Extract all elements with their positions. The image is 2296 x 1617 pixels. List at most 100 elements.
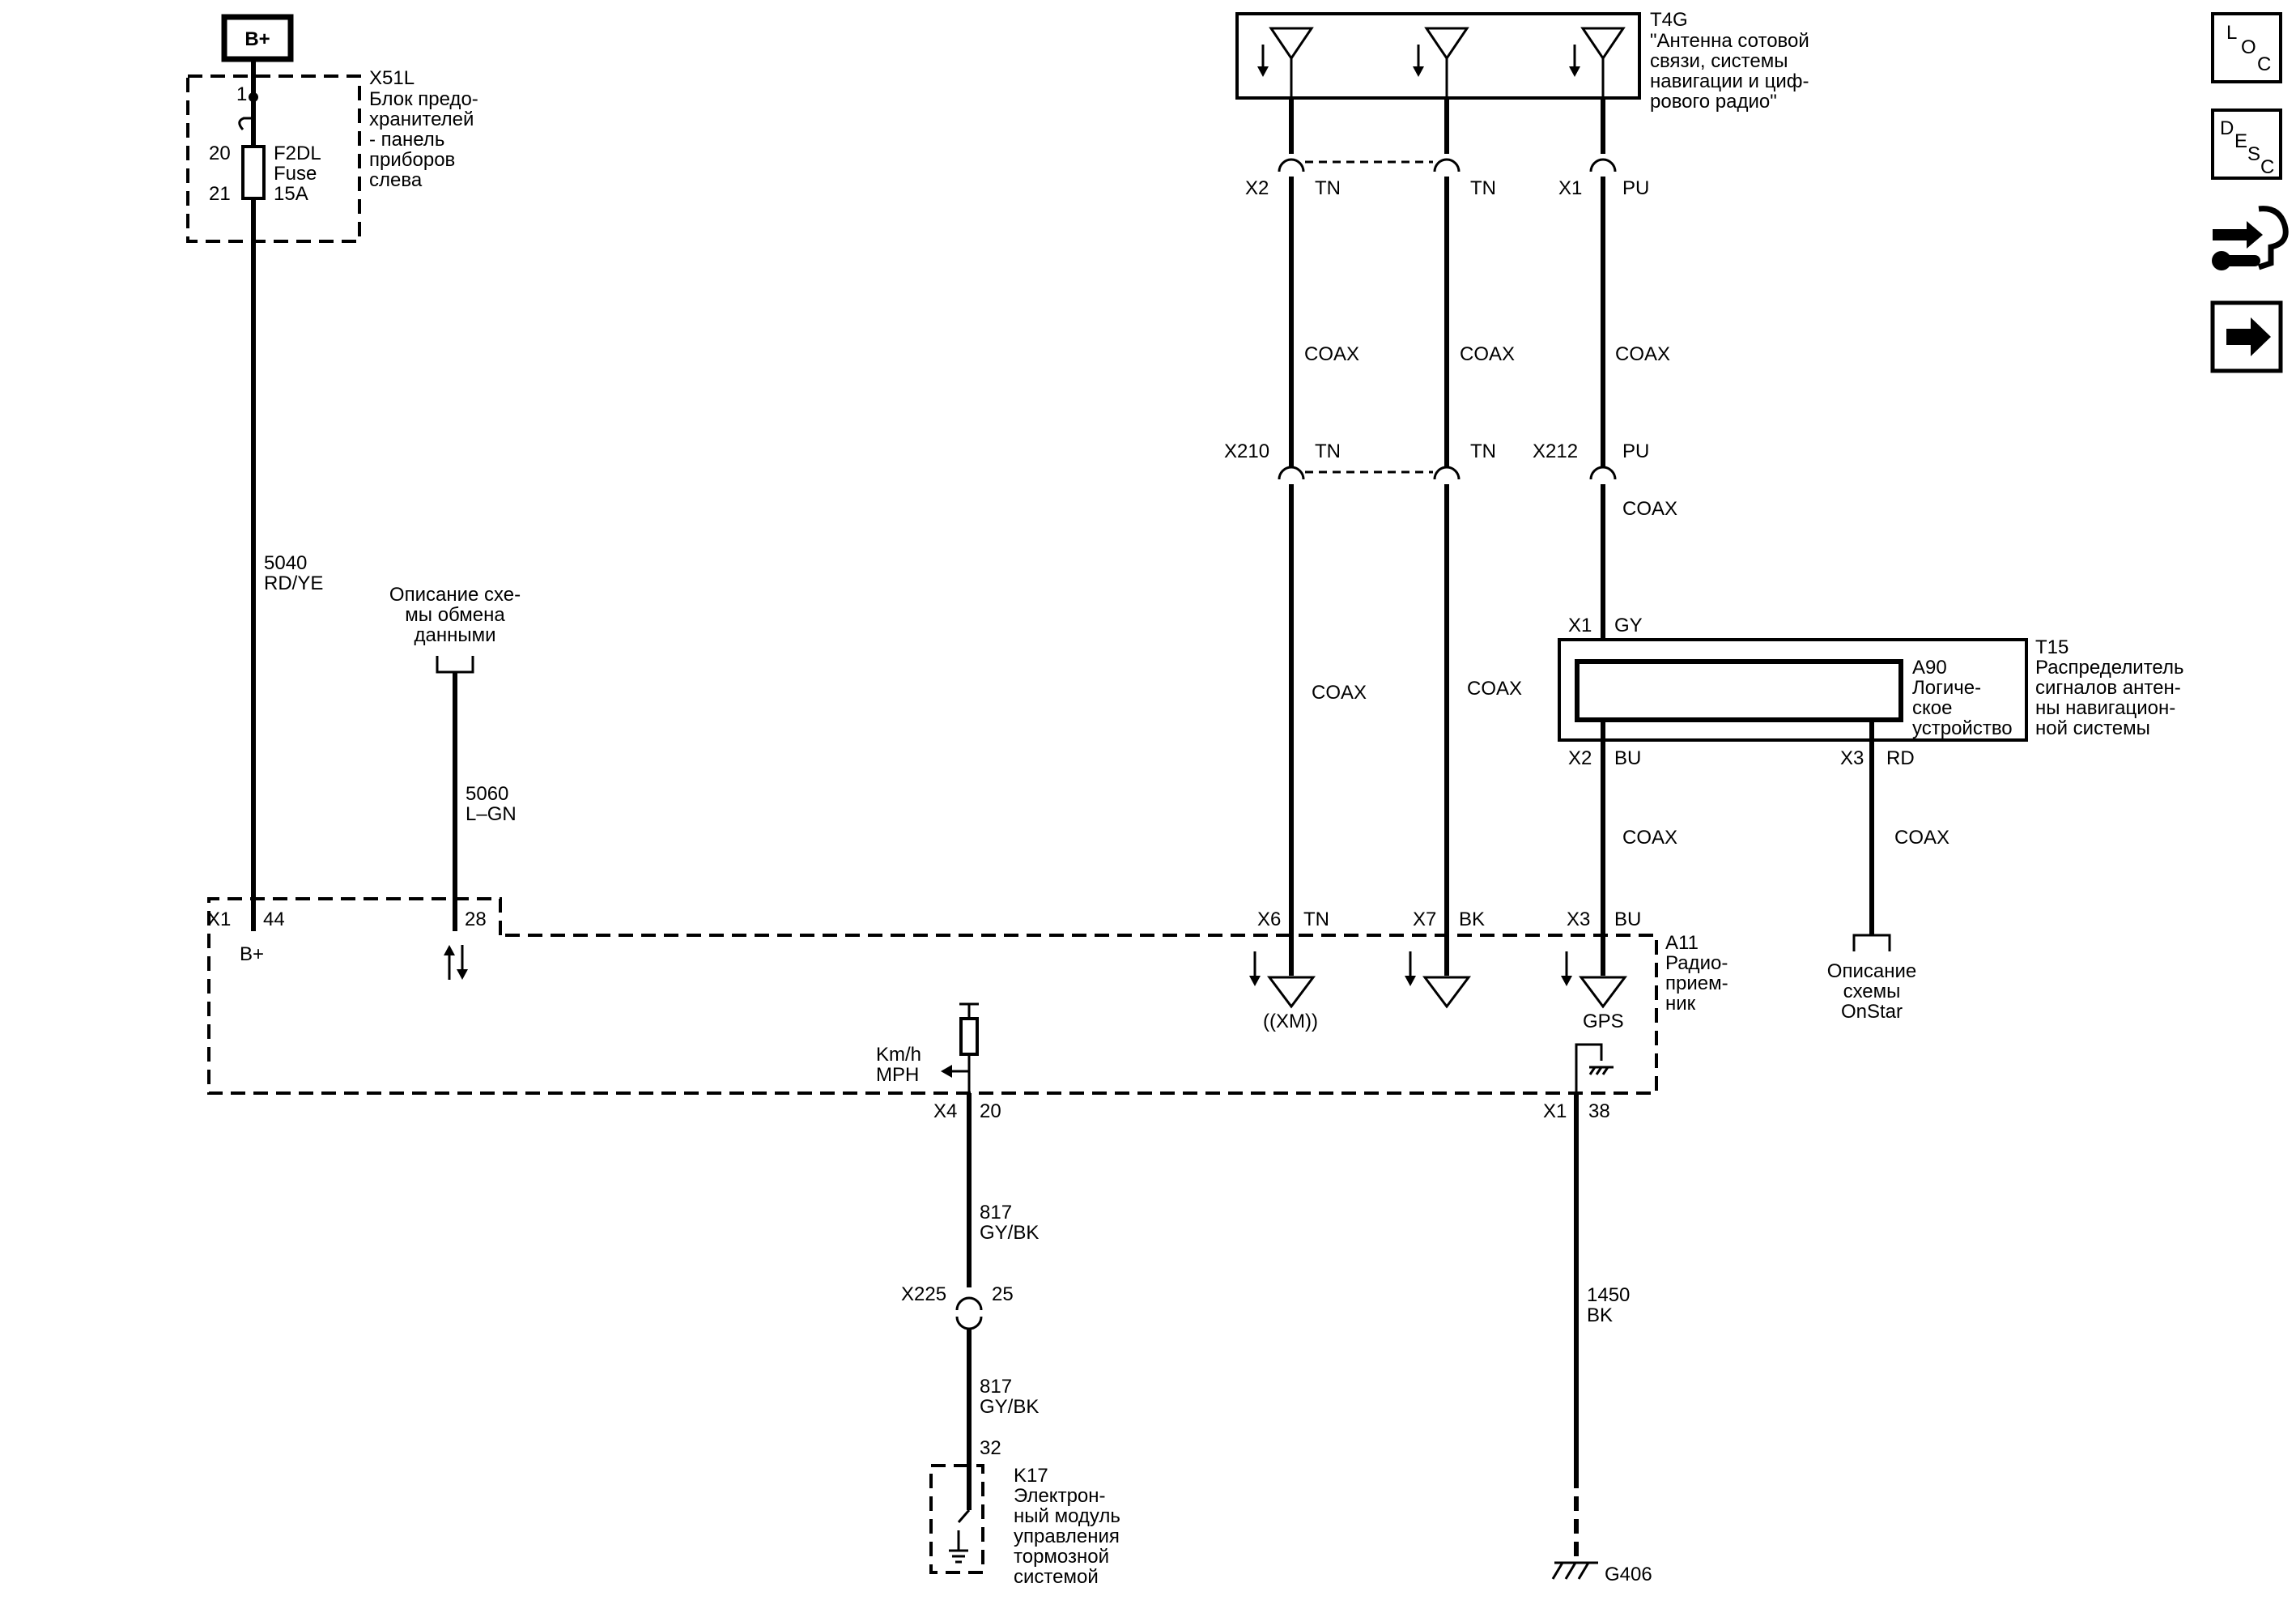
onstar-desc-2: схемы — [1843, 981, 1901, 1002]
t15-distributor: X1 GY A90 Логиче- ское устройство T15 Ра… — [1558, 615, 2183, 769]
coax-label-4: COAX — [1312, 682, 1367, 704]
fuse-pin-21: 21 — [209, 183, 231, 205]
t15-desc-3: ны навигацион- — [2035, 697, 2175, 719]
antenna-pin-pu: PU — [1622, 177, 1649, 199]
conn-x225: X225 — [901, 1283, 946, 1305]
k17-pin-32: 32 — [980, 1437, 1001, 1459]
antenna-conn-x1: X1 — [1558, 177, 1582, 199]
radio-pin-20: 20 — [980, 1100, 1001, 1122]
xm-antenna-icon — [1249, 951, 1316, 1009]
onstar-desc-1: Описание — [1827, 960, 1916, 982]
wire-817-number-1: 817 — [980, 1202, 1012, 1223]
radio-pin-tn: TN — [1303, 908, 1329, 930]
k17-desc-3: управления — [1014, 1526, 1120, 1547]
radio-conn-x1-ground: X1 — [1543, 1100, 1567, 1122]
onstar-desc-3: OnStar — [1841, 1001, 1903, 1023]
k17-switch — [957, 1509, 971, 1523]
t15-box — [1558, 638, 2028, 742]
fuse-f2dl — [241, 145, 266, 200]
ground-g406-label: G406 — [1605, 1564, 1652, 1585]
k17-desc-4: тормозной — [1014, 1546, 1109, 1568]
data-bidirectional-icon — [444, 945, 468, 980]
wire-1450-color: BK — [1587, 1304, 1613, 1326]
radio-pin-bu: BU — [1614, 908, 1641, 930]
loc-icon[interactable]: L O C — [2211, 12, 2282, 83]
t15-id: T15 — [2035, 636, 2069, 658]
radio-desc-1: Радио- — [1665, 952, 1728, 974]
t15-pin-bu: BU — [1614, 747, 1641, 769]
x210-pin-tn-2: TN — [1470, 440, 1496, 462]
fuse-block-desc-1: Блок предо- — [369, 88, 478, 110]
wire-817-color-1: GY/BK — [980, 1222, 1039, 1244]
svg-text:S: S — [2247, 143, 2260, 165]
data-comm-reference: Описание схе- мы обмена данными — [389, 584, 521, 674]
fuse-block-desc-3: - панель — [369, 129, 444, 151]
wire-5060-number: 5060 — [466, 783, 508, 805]
svg-text:L: L — [2226, 22, 2237, 44]
wire-5040-number: 5040 — [264, 552, 307, 574]
desc-icon[interactable]: D E S C — [2211, 109, 2282, 180]
next-arrow-icon[interactable] — [2210, 300, 2283, 373]
radio-pin-38: 38 — [1588, 1100, 1610, 1122]
antenna-id: T4G — [1650, 9, 1688, 31]
a90-id: A90 — [1912, 657, 1947, 679]
svg-text:C: C — [2260, 156, 2274, 178]
a90-logic-box — [1575, 659, 1903, 722]
speed-signal-icon — [941, 1002, 979, 1093]
t15-conn-x2: X2 — [1568, 747, 1592, 769]
gps-label: GPS — [1583, 1011, 1624, 1032]
k17-desc-5: системой — [1014, 1566, 1099, 1588]
x212-pin-pu: PU — [1622, 440, 1649, 462]
wire-817-number-2: 817 — [980, 1376, 1012, 1398]
fuse-name: F2DL — [274, 143, 321, 164]
wire-5060-color: L–GN — [466, 803, 517, 825]
antenna-conn-x2: X2 — [1245, 177, 1269, 199]
bplus-source: B+ — [221, 14, 294, 62]
coax-label-8: COAX — [1894, 827, 1949, 849]
chassis-ground-icon — [1588, 1066, 1614, 1075]
x210-pin-tn-1: TN — [1315, 440, 1341, 462]
t15-pin-rd: RD — [1886, 747, 1915, 769]
ground-g406-icon — [1551, 1561, 1598, 1580]
fuse-type: Fuse — [274, 163, 317, 185]
antenna-t4g: T4G "Антенна сотовой связи, системы нави… — [1235, 9, 1809, 113]
radio-desc-3: ник — [1665, 993, 1696, 1015]
antenna-desc-4: рового радио" — [1650, 91, 1777, 113]
radio-outline — [207, 897, 1658, 1095]
radio-desc-2: прием- — [1665, 972, 1728, 994]
coax-label-3: COAX — [1615, 343, 1670, 365]
fuse-block-desc-4: приборов — [369, 149, 455, 171]
fuse-block-x51l: 1 20 21 F2DL Fuse 15A X51L Блок предо- х… — [186, 67, 478, 243]
radio-conn-x6: X6 — [1257, 908, 1281, 930]
radio-conn-x4: X4 — [933, 1100, 957, 1122]
radio-conn-x7: X7 — [1413, 908, 1436, 930]
radio-antenna-icon — [1405, 951, 1471, 1009]
troubleshoot-icon[interactable] — [2212, 206, 2289, 270]
k17-desc-2: ный модуль — [1014, 1505, 1120, 1527]
svg-text:E: E — [2234, 130, 2247, 152]
data-comm-desc-1: Описание схе- — [389, 584, 521, 606]
k17-id: K17 — [1014, 1465, 1048, 1487]
wire-1450-number: 1450 — [1587, 1284, 1630, 1306]
antenna-symbol-2 — [1413, 27, 1469, 98]
wire-817-color-2: GY/BK — [980, 1396, 1039, 1418]
bplus-label: B+ — [244, 28, 270, 50]
radio-conn-x3: X3 — [1567, 908, 1590, 930]
k17-desc-1: Электрон- — [1014, 1485, 1106, 1507]
brake-module-k17: K17 Электрон- ный модуль управления торм… — [929, 1464, 1120, 1588]
svg-text:C: C — [2257, 53, 2271, 75]
a90-desc-2: ское — [1912, 697, 1952, 719]
gps-antenna-icon — [1561, 951, 1627, 1009]
t15-desc-2: сигналов антен- — [2035, 677, 2181, 699]
coax-label-2: COAX — [1460, 343, 1515, 365]
svg-text:D: D — [2220, 117, 2234, 139]
t15-pin-gy: GY — [1614, 615, 1643, 636]
antenna-symbol-1 — [1257, 27, 1314, 98]
coax-label-6: COAX — [1622, 498, 1677, 520]
wire-5040-color: RD/YE — [264, 572, 323, 594]
speed-mph: MPH — [876, 1064, 919, 1086]
a90-desc-1: Логиче- — [1912, 677, 1981, 699]
a90-desc-3: устройство — [1912, 717, 2013, 739]
svg-text:O: O — [2241, 36, 2256, 58]
